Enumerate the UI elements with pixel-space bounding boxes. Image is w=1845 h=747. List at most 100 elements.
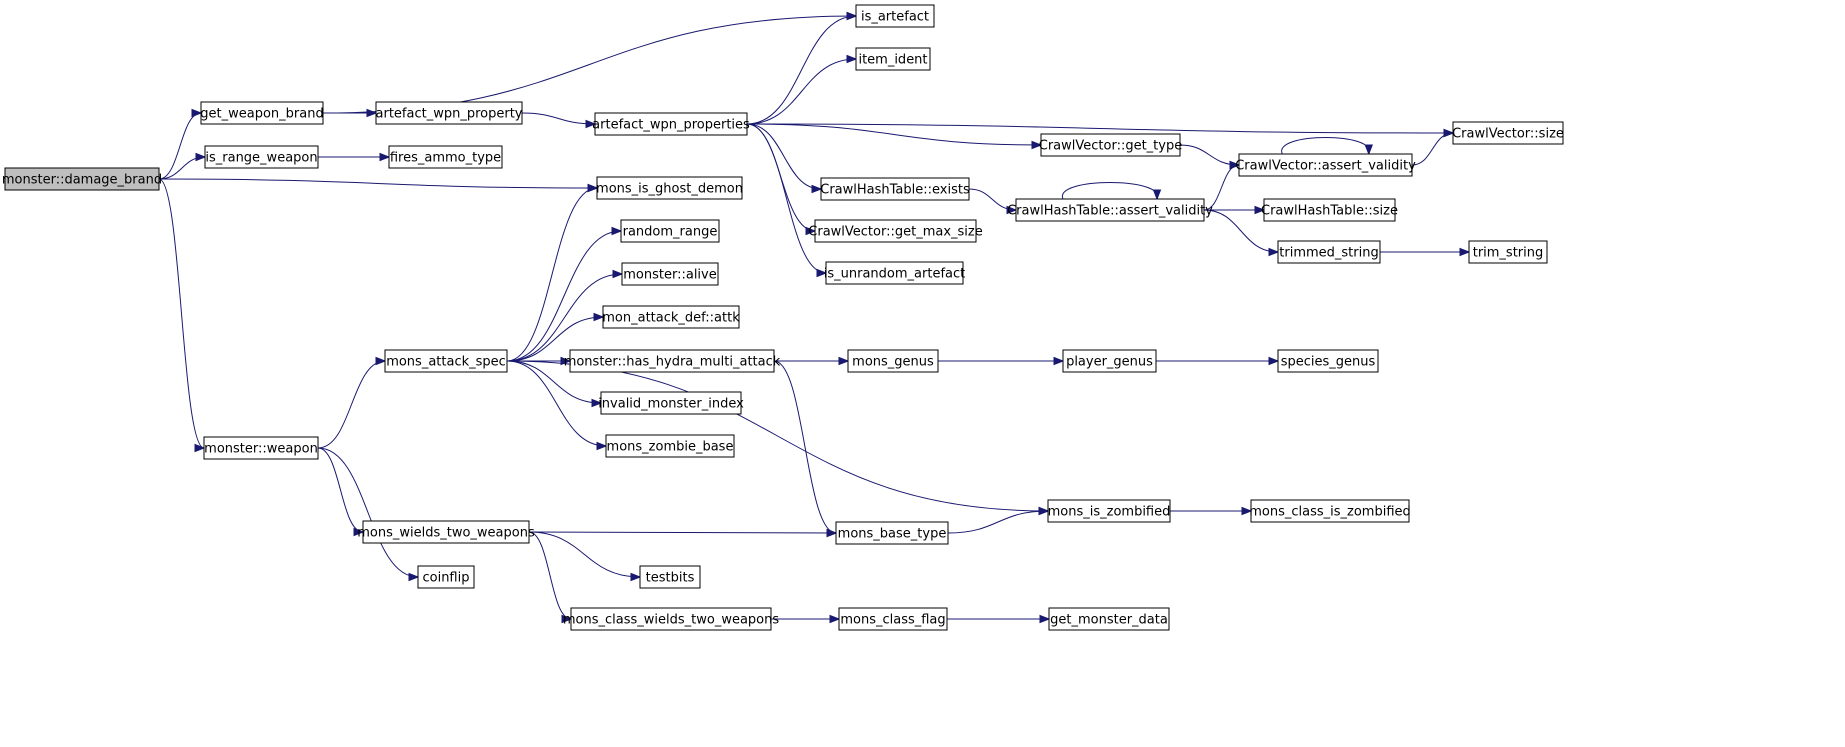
node-box[interactable] <box>362 520 530 544</box>
node-mons-base-type[interactable]: mons_base_type <box>835 521 949 545</box>
node-cht-size[interactable]: CrawlHashTable::size <box>1261 198 1398 222</box>
node-coinflip[interactable]: coinflip <box>417 565 475 589</box>
node-cv-size[interactable]: CrawlVector::size <box>1452 121 1564 145</box>
edge-arrowhead-cv_assert_validity-to-cv_size <box>1443 128 1455 138</box>
node-box[interactable] <box>570 607 772 631</box>
node-box[interactable] <box>621 262 719 286</box>
node-mons-class-is-zombified[interactable]: mons_class_is_zombified <box>1249 499 1411 523</box>
node-mons-zombie-base[interactable]: mons_zombie_base <box>605 434 735 458</box>
node-is-range-weapon[interactable]: is_range_weapon <box>204 145 319 169</box>
node-label: artefact_wpn_properties <box>592 118 750 133</box>
node-box[interactable] <box>1062 349 1157 373</box>
node-mons-class-flag[interactable]: mons_class_flag <box>838 607 948 631</box>
edge-arrowhead-monster_weapon-to-coinflip <box>408 572 420 582</box>
node-is-artefact[interactable]: is_artefact <box>855 4 935 28</box>
node-box[interactable] <box>855 4 935 28</box>
node-label: CrawlVector::size <box>1452 127 1564 142</box>
node-box[interactable] <box>1047 499 1171 523</box>
node-box[interactable] <box>1015 198 1205 222</box>
edge-artefact_wpn_property-to-artefact_wpn_properties <box>521 112 596 125</box>
edge-arrowhead-mons_attack_spec-to-random_range <box>611 226 623 236</box>
node-mon-attack-def-attk[interactable]: mon_attack_def::attk <box>602 305 740 329</box>
node-damage-brand[interactable]: monster::damage_brand <box>2 167 162 191</box>
edge-mons_wields_two_weapons-to-testbits <box>528 531 641 578</box>
node-box[interactable] <box>825 261 964 285</box>
node-box[interactable] <box>600 391 742 415</box>
node-invalid-monster-index[interactable]: invalid_monster_index <box>598 391 744 415</box>
node-get-monster-data[interactable]: get_monster_data <box>1048 607 1170 631</box>
node-random-range[interactable]: random_range <box>620 219 720 243</box>
node-box[interactable] <box>388 145 503 169</box>
node-box[interactable] <box>204 145 319 169</box>
node-box[interactable] <box>855 47 931 71</box>
node-box[interactable] <box>605 434 735 458</box>
node-box[interactable] <box>200 101 324 125</box>
node-box[interactable] <box>1238 153 1413 177</box>
node-box[interactable] <box>203 436 319 460</box>
edge-arrowhead-cht_assert_validity-to-cht_size <box>1254 205 1266 215</box>
node-mons-genus[interactable]: mons_genus <box>847 349 939 373</box>
edge-artefact_wpn_properties-to-item_ident <box>746 58 857 125</box>
node-box[interactable] <box>602 305 740 329</box>
node-box[interactable] <box>1263 198 1396 222</box>
edge-mons_wields_two_weapons-to-mons_base_type <box>528 531 837 534</box>
node-mons-class-wields-two-weapons[interactable]: mons_class_wields_two_weapons <box>563 607 780 631</box>
node-box[interactable] <box>375 101 523 125</box>
node-box[interactable] <box>847 349 939 373</box>
node-testbits[interactable]: testbits <box>639 565 701 589</box>
node-box[interactable] <box>1048 607 1170 631</box>
node-label: mons_base_type <box>838 527 947 542</box>
node-box[interactable] <box>1277 240 1381 264</box>
node-player-genus[interactable]: player_genus <box>1062 349 1157 373</box>
node-box[interactable] <box>1250 499 1410 523</box>
node-monster-alive[interactable]: monster::alive <box>621 262 719 286</box>
node-box[interactable] <box>4 167 160 191</box>
node-box[interactable] <box>1468 240 1548 264</box>
node-cv-get-type[interactable]: CrawlVector::get_type <box>1039 133 1182 157</box>
node-mons-is-zombified[interactable]: mons_is_zombified <box>1047 499 1171 523</box>
node-trimmed-string[interactable]: trimmed_string <box>1277 240 1381 264</box>
node-cv-get-max-size[interactable]: CrawlVector::get_max_size <box>808 219 983 243</box>
node-cht-assert-validity[interactable]: CrawlHashTable::assert_validity <box>1007 198 1213 222</box>
node-has-hydra-multi-attack[interactable]: monster::has_hydra_multi_attack <box>564 349 781 373</box>
edge-artefact_wpn_properties-to-cv_size <box>746 123 1454 134</box>
node-cv-assert-validity[interactable]: CrawlVector::assert_validity <box>1235 153 1416 177</box>
node-box[interactable] <box>594 112 748 136</box>
node-species-genus[interactable]: species_genus <box>1277 349 1379 373</box>
node-is-unrandom-artefact[interactable]: is_unrandom_artefact <box>824 261 965 285</box>
node-box[interactable] <box>1277 349 1379 373</box>
node-mons-wields-two-weapons[interactable]: mons_wields_two_weapons <box>357 520 535 544</box>
node-get-weapon-brand[interactable]: get_weapon_brand <box>200 101 324 125</box>
node-mons-is-ghost-demon[interactable]: mons_is_ghost_demon <box>596 176 743 200</box>
node-box[interactable] <box>620 219 720 243</box>
nodes-layer: monster::damage_brandget_weapon_brandis_… <box>2 4 1564 631</box>
node-artefact-wpn-properties[interactable]: artefact_wpn_properties <box>592 112 750 136</box>
edge-mons_attack_spec-to-mons_is_ghost_demon <box>506 187 598 362</box>
node-label: mons_is_ghost_demon <box>596 182 743 197</box>
edge-arrowhead-monster_weapon-to-mons_wields_two_weapons <box>353 527 365 537</box>
node-box[interactable] <box>1452 121 1564 145</box>
node-box[interactable] <box>384 349 508 373</box>
node-monster-weapon[interactable]: monster::weapon <box>203 436 319 460</box>
edge-mons_attack_spec-to-random_range <box>506 230 622 362</box>
node-trim-string[interactable]: trim_string <box>1468 240 1548 264</box>
edge-damage_brand-to-get_weapon_brand <box>158 112 202 180</box>
node-box[interactable] <box>417 565 475 589</box>
edge-arrowhead-trimmed_string-to-trim_string <box>1459 247 1471 257</box>
node-mons-attack-spec[interactable]: mons_attack_spec <box>384 349 508 373</box>
node-box[interactable] <box>835 521 949 545</box>
node-artefact-wpn-property[interactable]: artefact_wpn_property <box>375 101 523 125</box>
node-box[interactable] <box>820 177 970 201</box>
node-label: mons_zombie_base <box>607 440 734 455</box>
node-box[interactable] <box>596 176 743 200</box>
edge-arrowhead-mons_is_zombified-to-mons_class_is_zombified <box>1241 506 1253 516</box>
node-cht-exists[interactable]: CrawlHashTable::exists <box>820 177 970 201</box>
edge-arrowhead-damage_brand-to-monster_weapon <box>194 443 206 453</box>
node-fires-ammo-type[interactable]: fires_ammo_type <box>388 145 503 169</box>
node-box[interactable] <box>814 219 977 243</box>
node-item-ident[interactable]: item_ident <box>855 47 931 71</box>
node-box[interactable] <box>639 565 701 589</box>
node-box[interactable] <box>838 607 948 631</box>
node-box[interactable] <box>1040 133 1181 157</box>
node-box[interactable] <box>569 349 775 373</box>
